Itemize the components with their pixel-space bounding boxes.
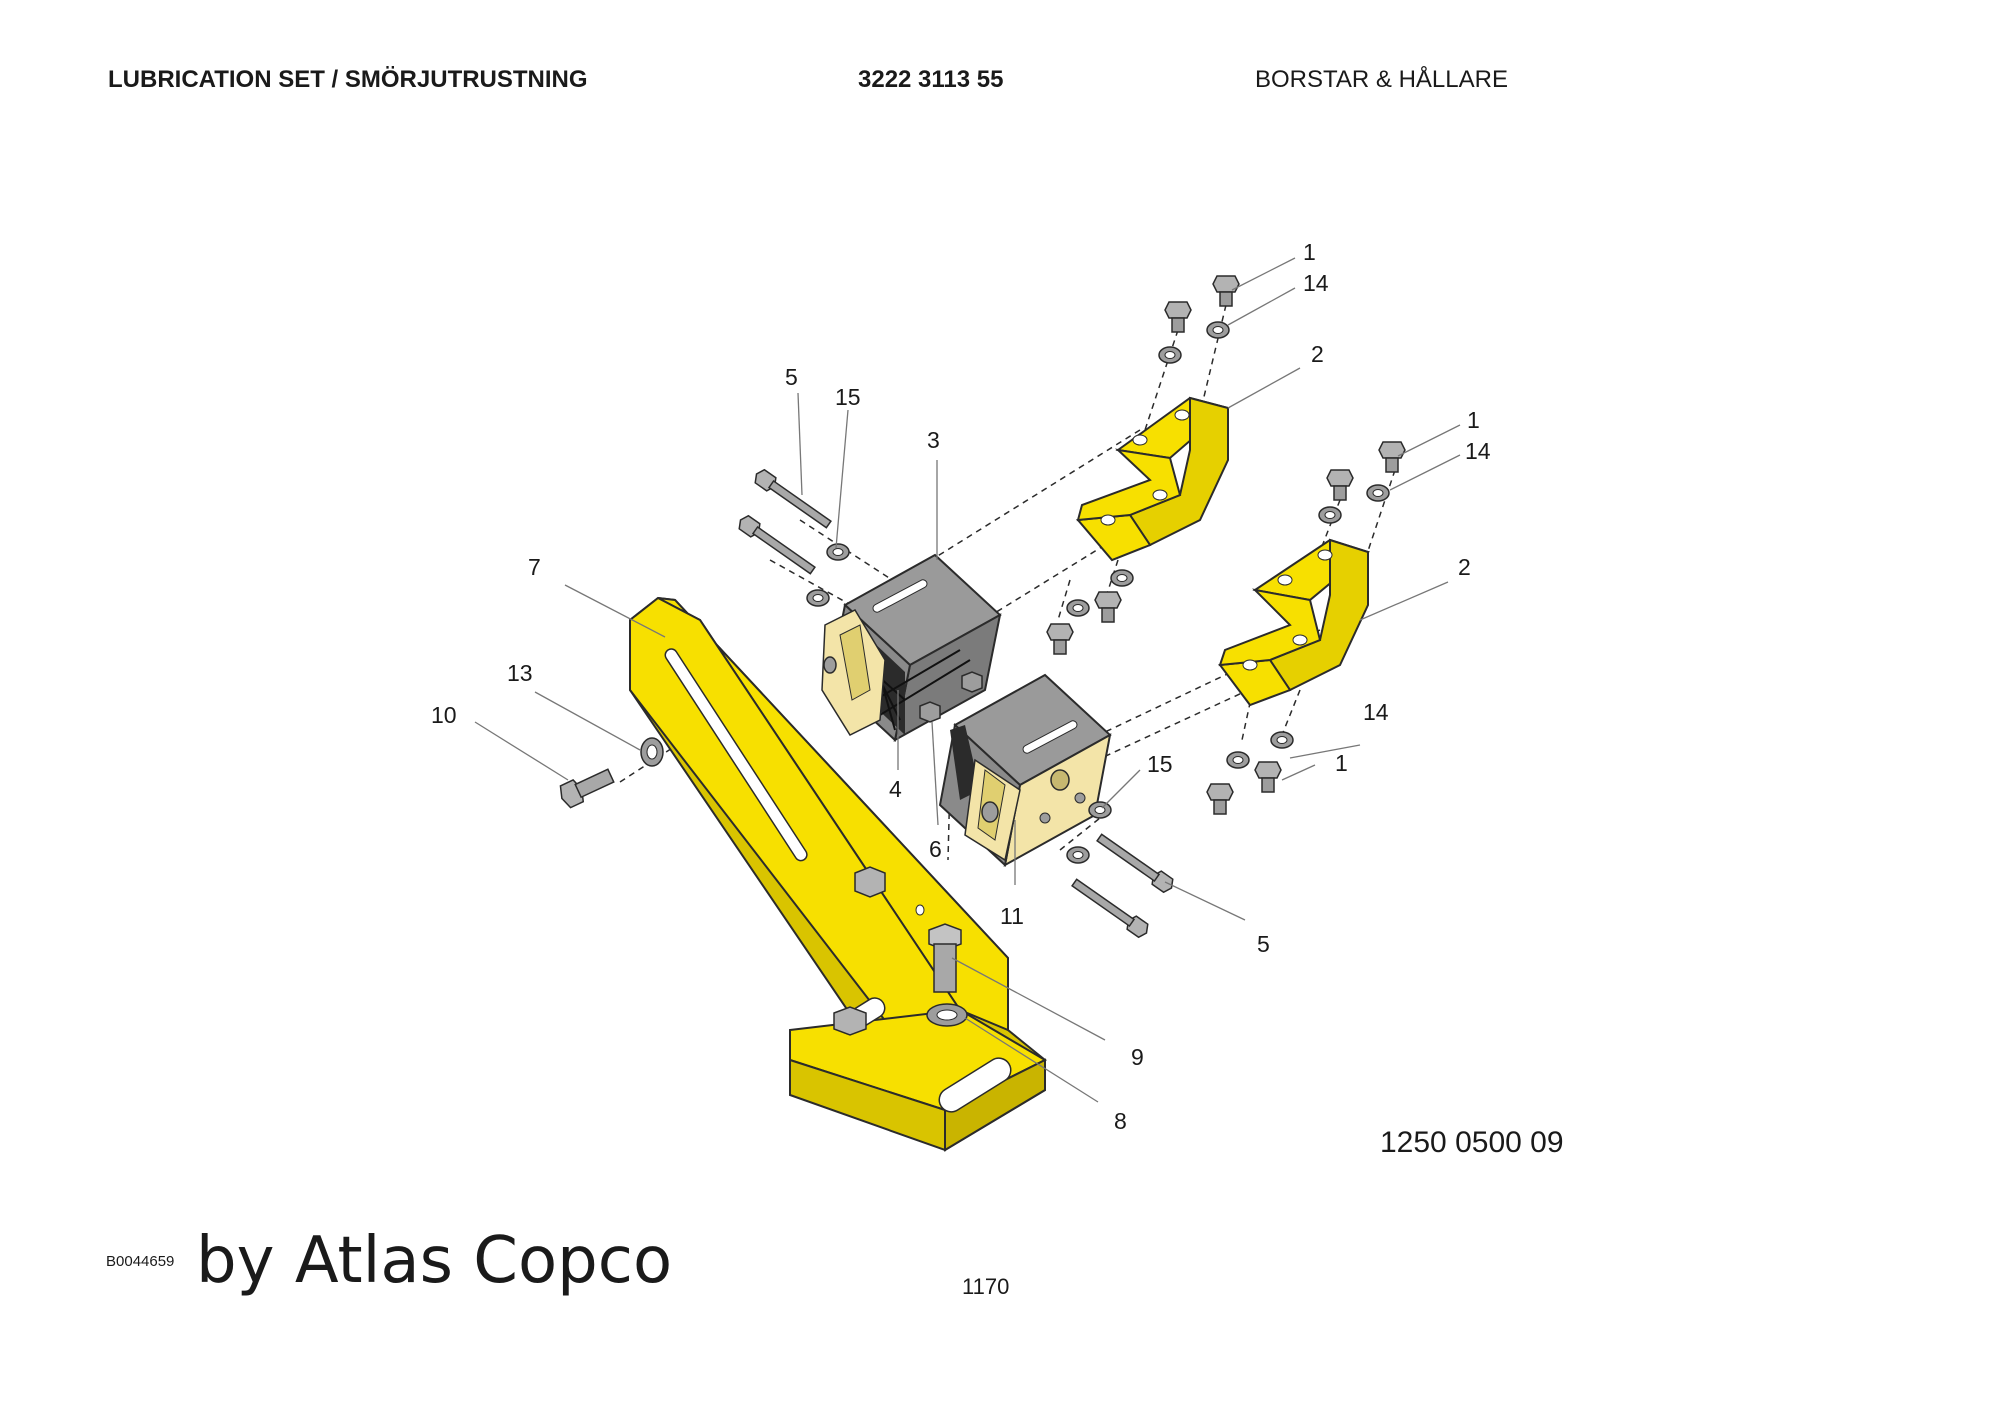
bracket-bolt-hex <box>854 866 886 898</box>
spacer-6b <box>961 671 983 693</box>
bolt-1-upper-a <box>1212 275 1240 307</box>
image-code: B0044659 <box>106 1253 175 1270</box>
brush-bracket-lower <box>1218 538 1371 707</box>
washer-14-mid-b <box>1110 569 1134 587</box>
long-bolt-5-a <box>754 468 832 529</box>
leader-lines <box>474 257 1461 1103</box>
bolt-1-upper-c <box>1378 441 1406 473</box>
callout-14-right: 14 <box>1465 438 1491 464</box>
callout-1-bottom: 1 <box>1335 750 1348 776</box>
bolt-1-low-b <box>1254 761 1282 793</box>
callout-2-right: 2 <box>1458 554 1471 580</box>
washer-14-upper-d <box>1318 506 1342 524</box>
washer-14-upper-b <box>1158 346 1182 364</box>
long-bolt-5-c <box>1096 833 1174 894</box>
washer-14-low-a <box>1226 751 1250 769</box>
callout-14-top: 14 <box>1303 270 1329 296</box>
washer-15-b <box>806 589 830 607</box>
reference-number: 1250 0500 09 <box>1380 1126 1564 1159</box>
bracket-nut-hex <box>833 1006 867 1036</box>
callout-8: 8 <box>1114 1108 1127 1134</box>
callout-15-bottom: 15 <box>1147 751 1173 777</box>
bolt-1-low-a <box>1206 783 1234 815</box>
bolt-10 <box>559 768 615 809</box>
washer-15-d <box>1066 846 1090 864</box>
callout-15-top: 15 <box>835 384 861 410</box>
section-title: BORSTAR & HÅLLARE <box>1255 66 1508 93</box>
washer-14-upper-c <box>1366 484 1390 502</box>
document-title: LUBRICATION SET / SMÖRJUTRUSTNING <box>108 66 588 93</box>
washer-14-mid-a <box>1066 599 1090 617</box>
brush-housing-lower <box>938 673 1112 867</box>
callout-13: 13 <box>507 660 533 686</box>
bolt-1-mid-b <box>1094 591 1122 623</box>
bolt-1-upper-b <box>1164 301 1192 333</box>
brush-housing-upper <box>821 553 1002 742</box>
long-bolt-5-d <box>1071 878 1149 939</box>
callout-14-bottom: 14 <box>1363 699 1389 725</box>
washer-15-a <box>826 543 850 561</box>
callout-5-bottom: 5 <box>1257 931 1270 957</box>
long-bolt-5-b <box>738 514 816 575</box>
brand-watermark: by Atlas Copco <box>196 1224 673 1298</box>
part-number: 3222 3113 55 <box>858 66 1004 93</box>
bolt-1-upper-d <box>1326 469 1354 501</box>
bolt-1-mid-a <box>1046 623 1074 655</box>
bracket-bolt-9 <box>928 923 962 993</box>
callout-1-right: 1 <box>1467 407 1480 433</box>
washer-13 <box>640 737 664 767</box>
callout-2-top: 2 <box>1311 341 1324 367</box>
callout-11: 11 <box>1000 903 1024 929</box>
brush-bracket-upper <box>1075 396 1231 562</box>
washer-15-c <box>1088 801 1112 819</box>
callout-labels: 1 14 2 1 14 2 5 15 3 7 13 10 4 6 11 15 1… <box>431 239 1491 1134</box>
page-number: 1170 <box>962 1274 1010 1299</box>
washer-14-low-b <box>1270 731 1294 749</box>
callout-10: 10 <box>431 702 457 728</box>
callout-3: 3 <box>927 427 940 453</box>
callout-1-top: 1 <box>1303 239 1316 265</box>
callout-4: 4 <box>889 776 902 802</box>
callout-9: 9 <box>1131 1044 1144 1070</box>
callout-5-top: 5 <box>785 364 798 390</box>
washer-14-upper-a <box>1206 321 1230 339</box>
callout-6: 6 <box>929 836 942 862</box>
callout-7: 7 <box>528 554 541 580</box>
bracket-washer-8 <box>926 1003 968 1027</box>
spacer-6 <box>919 701 941 723</box>
